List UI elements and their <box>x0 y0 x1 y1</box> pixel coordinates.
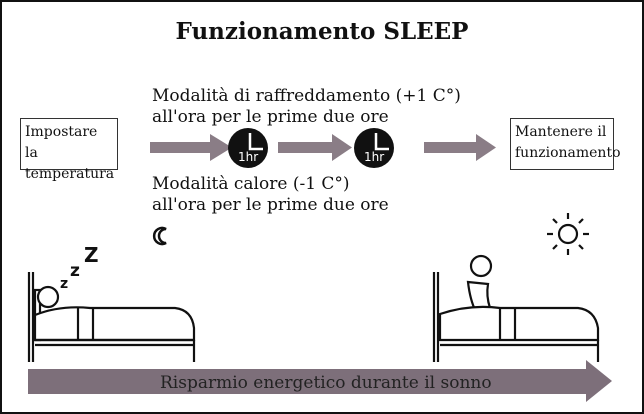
clock-icon: 1hr <box>228 128 268 168</box>
heating-mode-line1: Modalità calore (-1 C°) <box>152 174 350 194</box>
keep-operation-line2: funzionamento <box>515 145 621 161</box>
sleep-letter-3: Z <box>84 243 99 267</box>
sleeping-person-icon <box>27 272 196 362</box>
diagram-title: Funzionamento SLEEP <box>175 18 469 45</box>
sleep-letter-1: z <box>60 276 68 292</box>
sleep-letter-2: z <box>70 261 80 281</box>
flow-arrow-2 <box>278 134 352 161</box>
waking-person-icon <box>432 254 600 362</box>
set-temperature-line2: temperatura <box>25 166 115 182</box>
set-temperature-box: Impostare la temperatura <box>20 118 118 182</box>
cooling-mode-line2: all'ora per le prime due ore <box>152 107 389 127</box>
flow-arrow-3 <box>424 134 496 161</box>
energy-saving-bar: Risparmio energetico durante il sonno <box>28 360 612 402</box>
heating-mode-line2: all'ora per le prime due ore <box>152 195 389 215</box>
keep-operation-line1: Mantenere il <box>515 124 607 140</box>
keep-operation-box: Mantenere il funzionamento <box>510 118 621 170</box>
cooling-mode-line1: Modalità di raffreddamento (+1 C°) <box>152 86 461 106</box>
moon-icon <box>152 226 167 246</box>
sun-icon <box>547 213 589 255</box>
clock-label-2: 1hr <box>364 150 384 164</box>
clock-label-1: 1hr <box>238 150 258 164</box>
heating-mode-text: Modalità calore (-1 C°) all'ora per le p… <box>152 174 389 216</box>
sleep-zzz: z z Z <box>60 243 99 292</box>
set-temperature-line1: Impostare la <box>25 124 98 161</box>
energy-saving-label: Risparmio energetico durante il sonno <box>160 373 492 393</box>
cooling-mode-text: Modalità di raffreddamento (+1 C°) all'o… <box>152 86 461 128</box>
flow-arrow-1 <box>150 134 232 161</box>
clock-icon: 1hr <box>354 128 394 168</box>
